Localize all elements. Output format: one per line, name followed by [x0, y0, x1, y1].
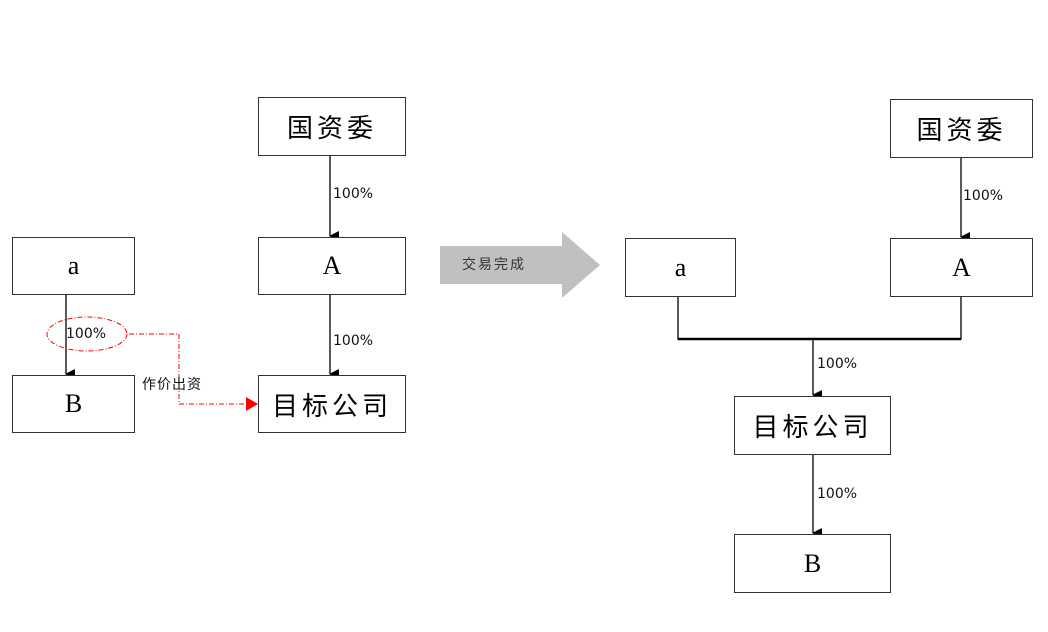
- node-target-before: 目标公司: [258, 375, 406, 433]
- highlight-ellipse: [46, 316, 128, 352]
- pct-target-to-B-after: 100%: [817, 486, 858, 502]
- node-label: B: [64, 389, 83, 418]
- pct-A-to-target-before: 100%: [333, 333, 374, 349]
- node-label: a: [674, 252, 687, 282]
- bracket-a-A: [677, 296, 962, 340]
- pct-sasac-to-A-before: 100%: [333, 186, 374, 202]
- node-label: 目标公司: [271, 391, 392, 422]
- node-a-after: a: [625, 238, 736, 297]
- contribution-path: [129, 333, 258, 411]
- node-label: A: [322, 251, 342, 280]
- node-A-before: A: [258, 237, 406, 295]
- pct-join-to-target-after: 100%: [817, 356, 858, 372]
- node-label: a: [67, 251, 80, 280]
- transition-arrow-icon: [440, 232, 600, 298]
- node-label: 目标公司: [752, 413, 873, 443]
- transition-label: 交易完成: [462, 257, 526, 273]
- contribution-label: 作价出资: [142, 377, 202, 393]
- node-A-after: A: [890, 238, 1033, 297]
- pct-a-to-B-before: 100%: [66, 326, 107, 342]
- node-label: 国资委: [286, 114, 377, 144]
- node-label: 国资委: [916, 116, 1007, 146]
- node-B-after: B: [734, 534, 891, 593]
- node-a-before: a: [12, 237, 135, 295]
- node-label: B: [803, 548, 822, 578]
- node-sasac-after: 国资委: [890, 99, 1033, 158]
- node-label: A: [952, 252, 971, 282]
- node-B-before: B: [12, 375, 135, 433]
- node-target-after: 目标公司: [734, 396, 891, 455]
- pct-sasac-to-A-after: 100%: [963, 188, 1004, 204]
- node-sasac-before: 国资委: [258, 97, 406, 156]
